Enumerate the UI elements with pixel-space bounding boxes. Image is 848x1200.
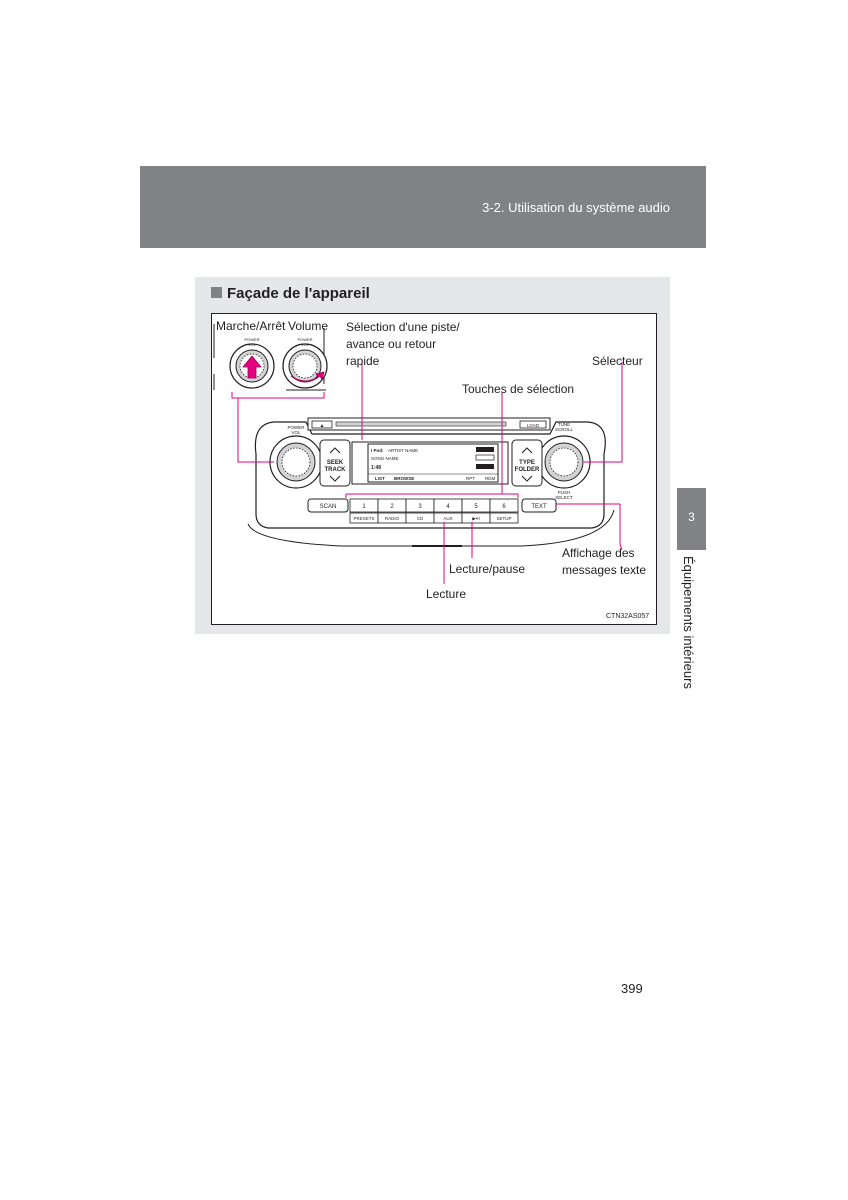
display-browse: BROWSE xyxy=(394,476,414,481)
preset-sub-cd: CD xyxy=(417,516,424,521)
preset-buttons: 1 2 3 4 5 6 PRESETS RADIO CD AUX ▶ xyxy=(349,498,519,524)
track-label: TRACK xyxy=(325,467,347,473)
preset-5: 5 xyxy=(474,504,478,510)
volume-knob-inset: POWER VOL xyxy=(282,328,328,391)
callout-play-pause: Lecture/pause xyxy=(449,562,525,576)
rotate-arrow-icon xyxy=(290,371,325,383)
callout-seek-2: avance ou retour xyxy=(346,337,436,351)
section-heading: Façade de l'appareil xyxy=(211,285,370,302)
eject-button: ▲ xyxy=(320,423,325,429)
callout-presets: Touches de sélection xyxy=(462,382,574,396)
chapter-title: Équipements intérieurs xyxy=(681,556,696,689)
power-label: POWER xyxy=(287,425,305,430)
folder-label: FOLDER xyxy=(515,467,540,473)
heading-square-icon xyxy=(211,287,222,298)
callout-text-2: messages texte xyxy=(562,563,646,577)
text-button: TEXT xyxy=(531,504,547,510)
figure-frame: POWER VOL POWER VOL ▲ xyxy=(211,313,657,625)
callout-play: Lecture xyxy=(426,587,466,601)
display-artist: ARTIST NAME xyxy=(388,448,418,453)
chapter-side-label: Équipements intérieurs xyxy=(681,556,702,696)
preset-2: 2 xyxy=(390,504,394,510)
type-label: TYPE xyxy=(519,460,535,466)
push-arrow-icon xyxy=(242,355,262,379)
callout-seek-1: Sélection d'une piste/ xyxy=(346,320,460,334)
section-panel: Façade de l'appareil POWER VOL POWER VOL xyxy=(195,277,670,634)
vol-label-mini: VOL xyxy=(248,342,257,347)
figure-code: CTN32AS057 xyxy=(606,613,649,620)
scroll-label: SCROLL xyxy=(555,427,574,432)
audio-unit-illustration: POWER VOL POWER VOL ▲ xyxy=(213,319,649,620)
vol-label-mini-2: VOL xyxy=(301,342,310,347)
preset-sub-radio: RADIO xyxy=(385,516,400,521)
callout-lines xyxy=(231,362,623,584)
chapter-tab: 3 xyxy=(677,488,706,550)
power-label-mini: POWER xyxy=(244,337,259,342)
section-title: 3-2. Utilisation du système audio xyxy=(482,200,670,215)
scan-button: SCAN xyxy=(320,504,337,510)
vol-label: VOL xyxy=(291,430,301,435)
power-knob-inset: POWER VOL xyxy=(213,324,275,390)
preset-sub-aux: AUX xyxy=(443,516,452,521)
display-time: 1:48 xyxy=(371,465,381,471)
tune-label: TUNE xyxy=(558,422,570,427)
preset-sub-setup: SETUP xyxy=(496,516,511,521)
preset-sub-play-pause: ▶•II xyxy=(472,516,480,521)
preset-4: 4 xyxy=(446,504,450,510)
chapter-header-band: 3-2. Utilisation du système audio xyxy=(140,166,706,248)
display-source: I Pod: xyxy=(371,448,384,453)
chapter-number: 3 xyxy=(688,510,695,524)
display-rdm: RDM xyxy=(485,476,495,481)
select-label: SELECT xyxy=(555,495,573,500)
section-heading-text: Façade de l'appareil xyxy=(227,285,370,302)
display-list: LIST xyxy=(375,476,385,481)
callout-volume: Volume xyxy=(288,319,328,333)
preset-sub-presets: PRESETS xyxy=(353,516,374,521)
seek-label: SEEK xyxy=(327,460,344,466)
audio-head-unit: ▲ LOAD POWER VOL TUNE SCROLL PUSH SELECT xyxy=(247,417,615,547)
preset-6: 6 xyxy=(502,504,506,510)
preset-1: 1 xyxy=(362,504,366,510)
push-label: PUSH xyxy=(558,490,571,495)
load-button: LOAD xyxy=(527,423,540,428)
callout-seek-3: rapide xyxy=(346,354,380,368)
power-label-mini-2: POWER xyxy=(297,337,312,342)
display-rpt: RPT xyxy=(466,476,475,481)
display-song: SONG NAME xyxy=(371,456,399,461)
callout-selector: Sélecteur xyxy=(592,354,643,368)
callout-text-1: Affichage des xyxy=(562,546,635,560)
callout-power: Marche/Arrêt xyxy=(216,319,286,333)
preset-3: 3 xyxy=(418,504,422,510)
page-number: 399 xyxy=(621,981,643,996)
